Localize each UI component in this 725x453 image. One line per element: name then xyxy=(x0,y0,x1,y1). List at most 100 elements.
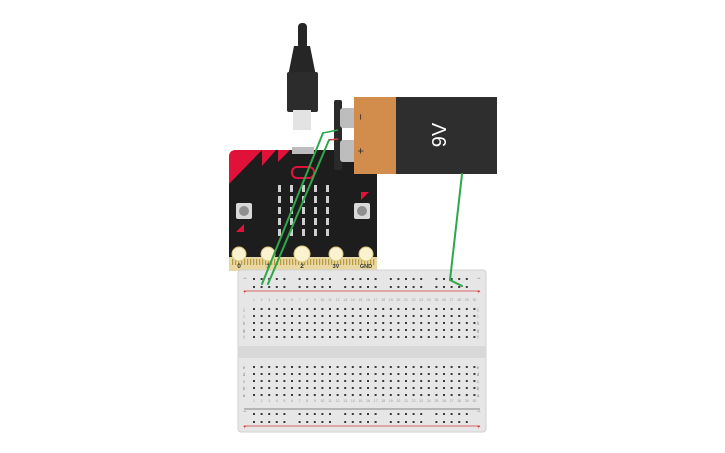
breadboard-hole[interactable] xyxy=(298,366,301,368)
breadboard-hole[interactable] xyxy=(306,380,309,382)
breadboard-hole[interactable] xyxy=(465,421,468,423)
breadboard-hole[interactable] xyxy=(405,366,407,368)
breadboard-hole[interactable] xyxy=(367,308,369,310)
breadboard-hole[interactable] xyxy=(329,322,331,324)
breadboard-hole[interactable] xyxy=(313,315,316,317)
breadboard-hole[interactable] xyxy=(367,329,369,331)
breadboard-hole[interactable] xyxy=(420,322,423,324)
breadboard-hole[interactable] xyxy=(291,322,293,324)
breadboard-hole[interactable] xyxy=(374,366,377,368)
breadboard-hole[interactable] xyxy=(412,308,415,310)
breadboard-hole[interactable] xyxy=(443,308,445,310)
breadboard-hole[interactable] xyxy=(344,413,347,415)
breadboard-hole[interactable] xyxy=(313,336,316,338)
breadboard-hole[interactable] xyxy=(253,387,255,389)
breadboard-hole[interactable] xyxy=(291,380,293,382)
breadboard-hole[interactable] xyxy=(313,387,316,389)
breadboard-hole[interactable] xyxy=(443,387,445,389)
breadboard-hole[interactable] xyxy=(427,387,430,389)
breadboard-hole[interactable] xyxy=(435,413,438,415)
breadboard-hole[interactable] xyxy=(443,278,445,280)
breadboard-hole[interactable] xyxy=(405,413,407,415)
breadboard-hole[interactable] xyxy=(450,336,453,338)
breadboard-hole[interactable] xyxy=(351,413,354,415)
breadboard-hole[interactable] xyxy=(344,421,347,423)
breadboard-hole[interactable] xyxy=(450,421,453,423)
breadboard-hole[interactable] xyxy=(458,278,461,280)
breadboard-hole[interactable] xyxy=(298,336,301,338)
breadboard-hole[interactable] xyxy=(412,413,415,415)
breadboard-hole[interactable] xyxy=(382,387,385,389)
breadboard-hole[interactable] xyxy=(283,336,286,338)
breadboard-hole[interactable] xyxy=(458,380,461,382)
breadboard-hole[interactable] xyxy=(260,308,263,310)
breadboard-hole[interactable] xyxy=(374,413,377,415)
breadboard-hole[interactable] xyxy=(321,336,324,338)
breadboard-hole[interactable] xyxy=(420,315,423,317)
breadboard-hole[interactable] xyxy=(443,322,445,324)
breadboard-hole[interactable] xyxy=(283,322,286,324)
breadboard-hole[interactable] xyxy=(397,315,400,317)
breadboard-hole[interactable] xyxy=(253,394,255,396)
breadboard-hole[interactable] xyxy=(351,373,354,375)
breadboard-hole[interactable] xyxy=(420,366,423,368)
breadboard-hole[interactable] xyxy=(458,373,461,375)
breadboard-hole[interactable] xyxy=(283,421,286,423)
breadboard-hole[interactable] xyxy=(283,278,286,280)
breadboard-hole[interactable] xyxy=(298,421,301,423)
breadboard-hole[interactable] xyxy=(405,394,407,396)
breadboard-hole[interactable] xyxy=(389,373,392,375)
breadboard-hole[interactable] xyxy=(397,387,400,389)
breadboard-hole[interactable] xyxy=(321,387,324,389)
breadboard-hole[interactable] xyxy=(344,308,347,310)
breadboard-hole[interactable] xyxy=(283,380,286,382)
breadboard-hole[interactable] xyxy=(427,322,430,324)
breadboard-hole[interactable] xyxy=(253,336,255,338)
breadboard-hole[interactable] xyxy=(359,286,362,288)
breadboard-hole[interactable] xyxy=(268,387,271,389)
breadboard-hole[interactable] xyxy=(412,387,415,389)
breadboard-hole[interactable] xyxy=(450,413,453,415)
breadboard-hole[interactable] xyxy=(427,373,430,375)
breadboard-hole[interactable] xyxy=(344,329,347,331)
breadboard-hole[interactable] xyxy=(450,286,453,288)
breadboard-hole[interactable] xyxy=(283,394,286,396)
breadboard-hole[interactable] xyxy=(291,387,293,389)
pin-pad[interactable] xyxy=(328,246,344,262)
breadboard-hole[interactable] xyxy=(465,315,468,317)
breadboard-hole[interactable] xyxy=(443,413,445,415)
breadboard-hole[interactable] xyxy=(260,278,263,280)
breadboard-hole[interactable] xyxy=(458,329,461,331)
pin-pad[interactable] xyxy=(293,245,311,263)
breadboard-hole[interactable] xyxy=(473,387,476,389)
breadboard-hole[interactable] xyxy=(450,366,453,368)
breadboard-hole[interactable] xyxy=(351,387,354,389)
breadboard-hole[interactable] xyxy=(359,308,362,310)
breadboard-hole[interactable] xyxy=(427,336,430,338)
breadboard-hole[interactable] xyxy=(329,380,331,382)
breadboard-hole[interactable] xyxy=(367,322,369,324)
breadboard-hole[interactable] xyxy=(443,394,445,396)
breadboard-hole[interactable] xyxy=(450,380,453,382)
breadboard-hole[interactable] xyxy=(397,366,400,368)
breadboard-hole[interactable] xyxy=(443,315,445,317)
breadboard-hole[interactable] xyxy=(253,278,255,280)
breadboard-hole[interactable] xyxy=(313,373,316,375)
breadboard-hole[interactable] xyxy=(313,308,316,310)
breadboard-hole[interactable] xyxy=(458,413,461,415)
breadboard-hole[interactable] xyxy=(458,322,461,324)
breadboard-hole[interactable] xyxy=(283,315,286,317)
breadboard-hole[interactable] xyxy=(450,322,453,324)
breadboard-hole[interactable] xyxy=(359,322,362,324)
breadboard-hole[interactable] xyxy=(283,373,286,375)
breadboard-hole[interactable] xyxy=(367,286,369,288)
breadboard-hole[interactable] xyxy=(306,308,309,310)
breadboard-hole[interactable] xyxy=(253,373,255,375)
breadboard-hole[interactable] xyxy=(435,308,438,310)
breadboard-hole[interactable] xyxy=(329,373,331,375)
breadboard-hole[interactable] xyxy=(367,387,369,389)
breadboard-hole[interactable] xyxy=(275,308,278,310)
breadboard-hole[interactable] xyxy=(321,421,324,423)
breadboard-hole[interactable] xyxy=(412,315,415,317)
breadboard-hole[interactable] xyxy=(275,387,278,389)
